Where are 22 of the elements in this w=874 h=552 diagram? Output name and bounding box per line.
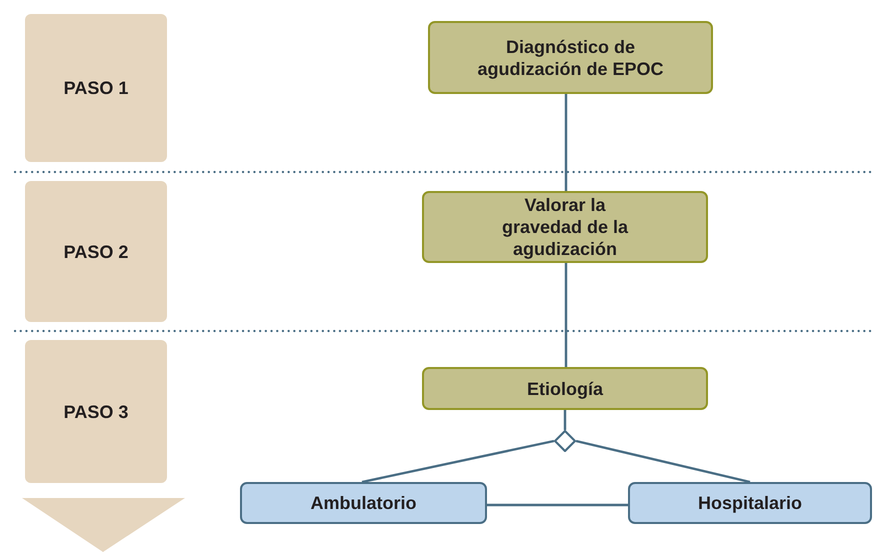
connector-line xyxy=(487,504,628,506)
step-band xyxy=(25,340,167,483)
step-band xyxy=(25,14,167,162)
box-label: Hospitalario xyxy=(698,492,802,514)
process-box xyxy=(628,482,872,524)
step-label: PASO 2 xyxy=(64,240,128,262)
process-box xyxy=(422,367,708,410)
step-label: PASO 1 xyxy=(64,77,128,99)
box-label: Ambulatorio xyxy=(310,492,416,514)
process-box xyxy=(240,482,487,524)
connector-line xyxy=(576,440,750,484)
box-label: Etiología xyxy=(527,378,603,400)
step-label: PASO 3 xyxy=(64,400,128,422)
box-label: Valorar la gravedad de la agudización xyxy=(500,194,630,260)
box-label: Diagnóstico de agudización de EPOC xyxy=(476,36,665,80)
connector-line xyxy=(564,94,568,191)
connector-line xyxy=(564,263,568,367)
step-band xyxy=(25,181,167,322)
connector-line xyxy=(564,410,566,430)
process-box xyxy=(428,21,713,94)
connector-line xyxy=(362,440,554,484)
process-box xyxy=(422,191,708,263)
